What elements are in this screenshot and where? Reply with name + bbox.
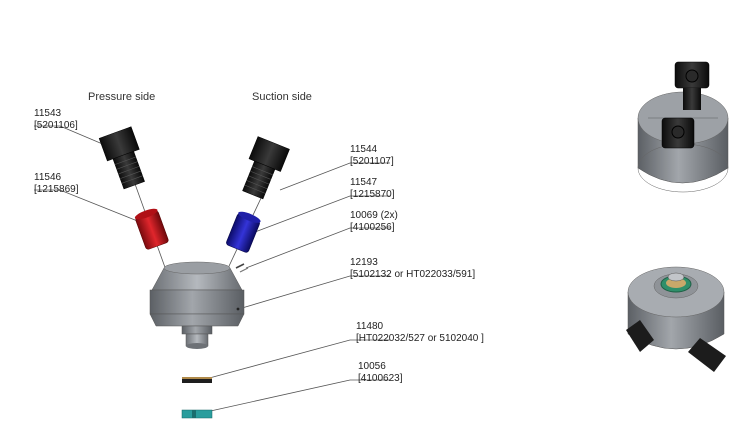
part-number: 11543 [34,108,62,119]
assembled-view-bottom [626,266,726,372]
top-fitting-1 [674,61,710,110]
label-11544: 11544 [5201107] [350,144,394,168]
top-fitting-2 [661,117,695,149]
leader-11547 [254,195,390,233]
label-10069: 10069 (2x) [4100256] [350,210,398,234]
suction-side-heading: Suction side [252,91,312,103]
part-code: [HT022032/527 or 5102040 ] [356,333,484,344]
fitting-11543 [98,126,145,190]
label-10056: 10056 [4100623] [358,361,403,385]
part-number: 10069 (2x) [350,210,398,221]
leader-10056 [205,379,390,413]
leader-11546 [34,189,141,223]
part-number: 11480 [356,321,384,332]
label-12193: 12193 [5102132 or HT022033/591] [350,257,475,281]
part-code: [1215869] [34,184,79,195]
part-code: [4100623] [358,373,403,384]
part-number: 11546 [34,172,62,183]
fitting-11544 [242,136,290,200]
leader-12193 [241,275,390,309]
leader-11544 [279,162,390,191]
leader-11543 [34,125,113,149]
part-code: [5201107] [350,156,394,167]
pressure-side-heading: Pressure side [88,91,156,103]
label-11480: 11480 [HT022032/527 or 5102040 ] [356,321,484,345]
part-code: [1215870] [350,189,395,200]
part-code: [5201106] [34,120,78,131]
leader-11480 [201,339,390,381]
sleeve-11546 [134,208,169,250]
part-number: 10056 [358,361,386,372]
part-number: 11547 [350,177,378,188]
part-code: [5102132 or HT022033/591] [350,269,476,280]
part-number: 12193 [350,257,378,268]
housing-12193 [149,261,245,349]
screws-10069 [235,263,249,273]
label-11547: 11547 [1215870] [350,177,395,201]
part-number: 11544 [350,144,378,155]
label-11546: 11546 [1215869] [34,172,79,196]
seal-11480 [182,377,212,383]
label-11543: 11543 [5201106] [34,108,78,132]
leader-10069 [245,227,390,269]
part-code: [4100256] [350,222,395,233]
assembled-view-top [637,61,729,193]
sleeve-11547 [226,211,261,253]
ring-10056 [181,409,213,419]
